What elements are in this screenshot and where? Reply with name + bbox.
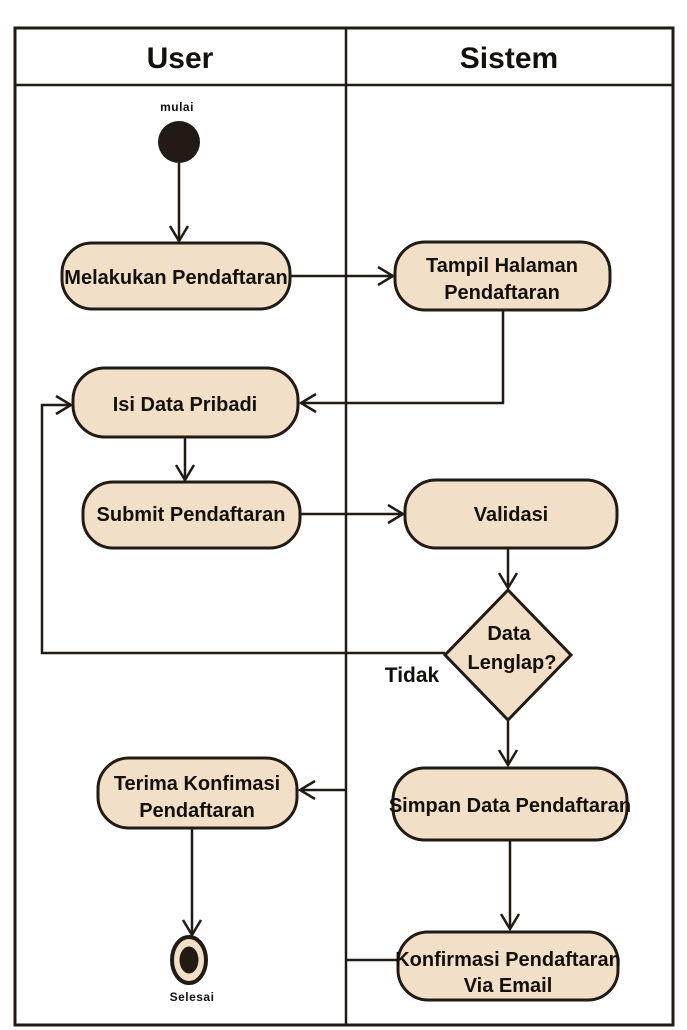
activity-tampil-halaman (393, 240, 612, 312)
end-node-label: Selesai (170, 990, 215, 1004)
decision-label-line1: Data (487, 623, 531, 645)
activity-submit-pendaftaran (81, 480, 302, 550)
activity-validasi (403, 478, 619, 550)
decision-data-lengkap (442, 587, 574, 723)
edge-label-tidak: Tidak (385, 664, 440, 687)
activity-isi-data-pribadi-label: Isi Data Pribadi (113, 394, 258, 416)
activity-konfirmasi-email-label-line1: Konfirmasi Pendaftaran (395, 949, 621, 971)
activity-terima-konfirmasi-label-line2: Pendaftaran (139, 800, 255, 822)
start-node (158, 121, 200, 163)
activity-tampil-halaman-label-line2: Pendaftaran (444, 282, 560, 304)
swimlane-frame (13, 26, 675, 1027)
decision-label-line2: Lenglap? (468, 652, 557, 674)
activity-terima-konfirmasi (96, 756, 299, 830)
activity-isi-data-pribadi (71, 366, 300, 439)
activity-melakukan-pendaftaran-label: Melakukan Pendaftaran (64, 267, 287, 289)
activity-tampil-halaman-label-line1: Tampil Halaman (426, 255, 578, 277)
activity-terima-konfirmasi-label-line1: Terima Konfimasi (114, 773, 280, 795)
edge-decision-tidak-to-isi (40, 405, 445, 655)
lane-title-sistem: Sistem (460, 42, 558, 75)
activity-konfirmasi-email (396, 930, 620, 1002)
activity-submit-pendaftaran-label: Submit Pendaftaran (97, 504, 286, 526)
activity-simpan-data (391, 766, 629, 842)
activity-melakukan-pendaftaran (60, 241, 292, 311)
start-node-label: mulai (160, 100, 194, 114)
end-node-core (179, 946, 199, 974)
activity-konfirmasi-email-label-line2: Via Email (464, 975, 553, 997)
lane-title-user: User (147, 42, 214, 75)
activity-validasi-label: Validasi (474, 504, 549, 526)
activity-simpan-data-label: Simpan Data Pendaftaran (389, 795, 631, 817)
edge-tampil-to-isi (302, 311, 505, 403)
